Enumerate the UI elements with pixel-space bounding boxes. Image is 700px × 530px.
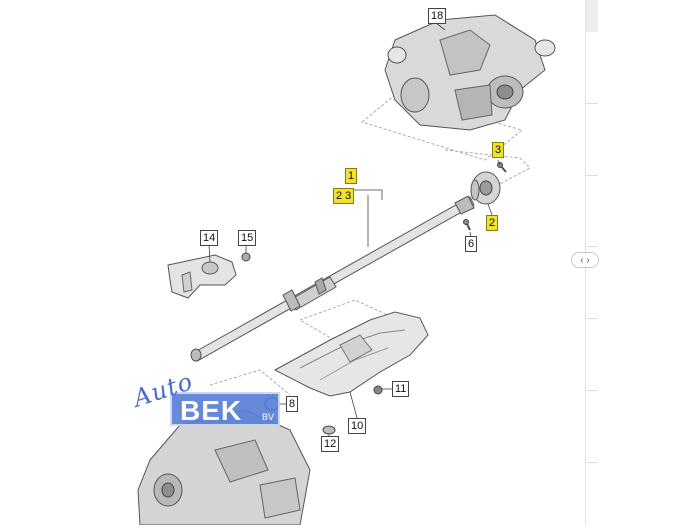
callout-11[interactable]: 11 [392, 381, 410, 397]
support-bracket [167, 254, 237, 299]
callout-15[interactable]: 15 [238, 230, 257, 246]
callout-3[interactable]: 3 [492, 142, 505, 158]
thumbnail-side-panel[interactable] [585, 0, 700, 525]
gearbox-guide-line [209, 369, 291, 396]
exploded-parts-diagram: 1 2 3 3 2 6 14 15 8 10 11 12 18 BEK BV A… [130, 8, 556, 526]
side-panel-divider [586, 390, 598, 391]
leader-18 [435, 22, 446, 31]
bolt-6 [463, 219, 471, 231]
parts-drawing [137, 14, 556, 526]
rear-differential [384, 14, 556, 131]
callout-1[interactable]: 1 [345, 168, 358, 184]
leader-3 [497, 159, 501, 166]
bolt-3 [497, 162, 507, 173]
callout-12[interactable]: 12 [321, 436, 340, 452]
transfer-gearbox [137, 409, 311, 526]
bolt-11 [373, 385, 383, 395]
leader-2 [487, 203, 493, 216]
washer-12 [322, 425, 336, 435]
watermark-brand-text: BEK [180, 395, 243, 426]
side-panel-divider [586, 103, 598, 104]
panel-collapse-toggle[interactable]: ‹ › [571, 252, 599, 268]
shaft-flange [470, 171, 501, 205]
autobek-watermark-logo: BEK BV Auto [130, 367, 290, 434]
callout-14[interactable]: 14 [200, 230, 219, 246]
nut-15 [241, 252, 251, 262]
side-panel-tab[interactable] [586, 0, 598, 32]
heat-shield [273, 311, 429, 397]
side-panel-divider [586, 318, 598, 319]
callout-8[interactable]: 8 [286, 396, 299, 412]
leader-10 [349, 391, 358, 419]
flange-guide-line [444, 149, 531, 201]
side-panel-divider [586, 462, 598, 463]
side-panel-divider [586, 246, 598, 247]
callout-2-3[interactable]: 2 3 [333, 188, 355, 204]
leader-14 [208, 244, 211, 263]
side-panel-divider [586, 175, 598, 176]
propeller-shaft [190, 195, 475, 362]
callout-18[interactable]: 18 [428, 8, 447, 24]
watermark-brand-box: BEK BV [170, 392, 280, 426]
callout-6[interactable]: 6 [465, 236, 478, 252]
callout-2[interactable]: 2 [486, 215, 499, 231]
callout-10[interactable]: 10 [348, 418, 367, 434]
watermark-suffix-text: BV [261, 412, 274, 422]
